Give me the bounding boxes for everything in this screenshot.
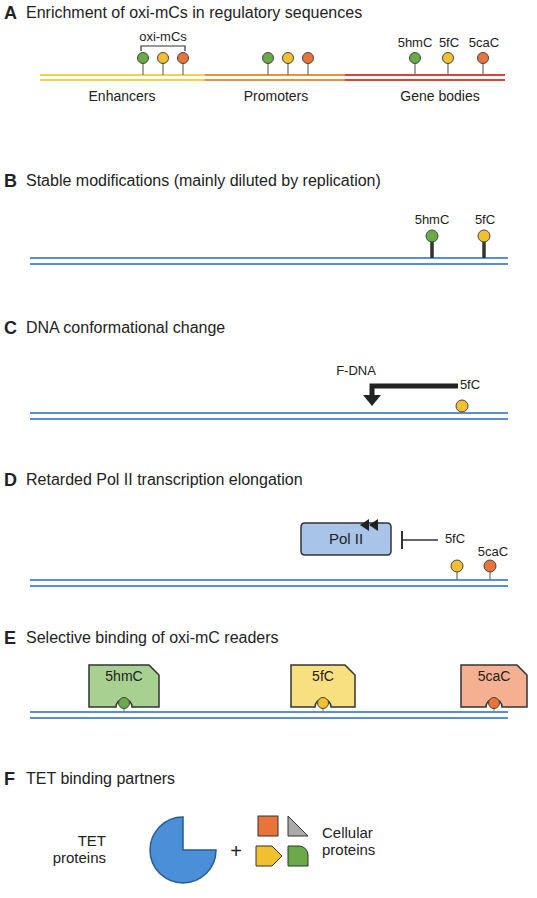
stem: [162, 63, 163, 75]
bracket: [141, 46, 185, 51]
panel-letter: E: [4, 628, 24, 649]
reader-protein: 5hmC: [88, 664, 160, 708]
5hmc-dot: [426, 230, 438, 242]
mark-label: 5fC: [467, 213, 503, 228]
stem: [142, 63, 143, 75]
stem: [482, 241, 486, 258]
dna-strand: [30, 412, 508, 414]
dna-strand: [30, 418, 508, 420]
promoter-band: [205, 74, 345, 76]
node-text: 5caC: [460, 668, 528, 684]
region-label: Enhancers: [72, 88, 172, 104]
node-text: TET proteins: [38, 832, 106, 867]
panel-letter: B: [4, 171, 24, 192]
dna-strand: [30, 711, 508, 713]
plus-sign: +: [226, 840, 246, 863]
5fc-dot: [478, 230, 490, 242]
stem: [482, 63, 483, 75]
protein-round: [288, 846, 308, 866]
5cac-dot: [178, 53, 189, 64]
stem: [447, 63, 448, 75]
mark-label: 5fC: [452, 378, 488, 393]
stem: [267, 63, 268, 75]
node-shape: [291, 665, 355, 707]
5hmc-dot: [263, 53, 274, 64]
protein-pentagon: [256, 846, 282, 866]
5fc-dot: [283, 53, 294, 64]
protein-triangle: [288, 816, 308, 836]
stem: [414, 63, 415, 75]
panel-title: Enrichment of oxi-mCs in regulatory sequ…: [26, 4, 531, 22]
panel-title: Selective binding of oxi-mC readers: [26, 629, 531, 647]
reader-protein: 5fC: [290, 664, 356, 708]
promoter-band: [205, 79, 345, 81]
dna-strand: [30, 257, 508, 259]
node-shape: [89, 665, 159, 707]
node-shape: [301, 523, 391, 555]
5fc-dot: [158, 53, 169, 64]
polymerase-box: Pol II: [300, 522, 392, 556]
stem: [124, 708, 125, 712]
inhibition-line: [402, 539, 438, 541]
panel-letter: F: [4, 769, 24, 790]
region-label: Gene bodies: [385, 88, 495, 104]
dna-strand: [30, 585, 508, 587]
region-label: Promoters: [226, 88, 326, 104]
node-shape: [461, 665, 527, 707]
node-shape: [150, 817, 216, 883]
5cac-dot: [484, 560, 496, 572]
dna-strand: [30, 717, 508, 719]
mark-label: 5fC: [432, 36, 466, 51]
panel-letter: D: [4, 470, 24, 491]
mark-label: 5caC: [474, 545, 512, 560]
panel-title: Stable modifications (mainly diluted by …: [26, 172, 531, 190]
mark-label: 5hmC: [412, 213, 452, 228]
f-dna-arrow: [372, 386, 458, 396]
inhibition-bar: [401, 531, 403, 549]
5hmc-dot: [410, 53, 421, 64]
5cac-dot: [303, 53, 314, 64]
structure-label: F-DNA: [326, 364, 386, 379]
5fc-dot: [451, 560, 463, 572]
node-text: 5hmC: [88, 668, 160, 684]
panel-title: DNA conformational change: [26, 319, 531, 337]
node-text: Pol II: [300, 530, 392, 547]
stem: [456, 572, 457, 580]
node-text: 5fC: [290, 668, 356, 684]
enhancer-band: [40, 74, 205, 76]
stem: [182, 63, 183, 75]
enhancer-band: [40, 79, 205, 81]
group-label: Cellular proteins: [322, 824, 394, 859]
stem: [430, 241, 434, 258]
5fc-dot: [443, 53, 454, 64]
stem: [287, 63, 288, 75]
mark-label: 5fC: [438, 532, 472, 547]
panel-letter: C: [4, 318, 24, 339]
mark-label: 5hmC: [395, 36, 435, 51]
tet-protein: TET proteins: [38, 810, 220, 890]
stem: [494, 708, 495, 712]
reader-protein: 5caC: [460, 664, 528, 708]
stem: [323, 708, 324, 712]
panel-title: Retarded Pol II transcription elongation: [26, 471, 531, 489]
5hmc-dot: [138, 53, 149, 64]
stem: [489, 572, 490, 580]
5fc-dot: [456, 400, 468, 412]
mark-label: 5caC: [465, 36, 503, 51]
group-label: oxi-mCs: [123, 30, 203, 45]
arrow-head: [363, 395, 381, 406]
stem: [307, 63, 308, 75]
dna-strand: [30, 579, 508, 581]
5cac-dot: [478, 53, 489, 64]
panel-title: TET binding partners: [26, 770, 531, 788]
protein-square: [258, 816, 278, 836]
dna-strand: [30, 263, 508, 265]
panel-letter: A: [4, 3, 24, 24]
gene-body-band: [345, 74, 505, 76]
gene-body-band: [345, 79, 505, 81]
